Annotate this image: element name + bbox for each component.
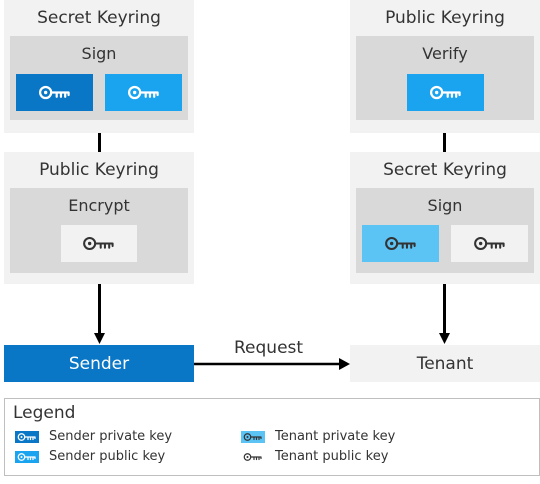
sender-private-key-icon xyxy=(16,74,93,111)
sender-box: Sender xyxy=(4,345,194,382)
connector-line xyxy=(443,133,446,152)
panel-title: Secret Keyring xyxy=(37,8,161,28)
sender-label: Sender xyxy=(68,353,130,374)
key-icon xyxy=(241,430,265,443)
key-icon xyxy=(15,430,39,443)
legend-item-label: Sender public key xyxy=(49,449,166,464)
sender-public-keyring-panel: Public Keyring Encrypt xyxy=(4,152,194,284)
tenant-public-key-icon xyxy=(61,225,137,262)
panel-title: Public Keyring xyxy=(39,160,159,180)
key-icon xyxy=(241,450,265,463)
encrypt-operation-box: Encrypt xyxy=(10,188,188,273)
operation-label: Sign xyxy=(427,196,463,215)
panel-title: Public Keyring xyxy=(385,8,505,28)
legend: Legend Sender private key Sender public … xyxy=(4,398,540,476)
operation-label: Encrypt xyxy=(68,196,130,215)
legend-item-sender-private-key: Sender private key xyxy=(15,429,172,444)
operation-label: Verify xyxy=(422,44,468,63)
legend-item-tenant-private-key: Tenant private key xyxy=(241,429,395,444)
key-icon xyxy=(15,450,39,463)
sender-public-key-icon xyxy=(105,74,182,111)
legend-item-tenant-public-key: Tenant public key xyxy=(241,449,388,464)
tenant-public-keyring-panel: Public Keyring Verify xyxy=(350,0,540,133)
connector-line xyxy=(98,133,101,152)
tenant-private-key-icon xyxy=(362,225,439,262)
panel-title: Secret Keyring xyxy=(383,160,507,180)
legend-item-sender-public-key: Sender public key xyxy=(15,449,165,464)
legend-item-label: Tenant private key xyxy=(275,429,396,444)
operation-label: Sign xyxy=(81,44,117,63)
tenant-box: Tenant xyxy=(350,345,540,382)
legend-item-label: Sender private key xyxy=(49,429,173,444)
sign-operation-box: Sign xyxy=(10,36,188,120)
sender-public-key-icon xyxy=(407,74,484,111)
legend-title: Legend xyxy=(13,403,76,423)
legend-item-label: Tenant public key xyxy=(275,449,389,464)
sender-secret-keyring-panel: Secret Keyring Sign xyxy=(4,0,194,133)
tenant-label: Tenant xyxy=(416,353,474,374)
sign-operation-box: Sign xyxy=(356,188,534,273)
request-label: Request xyxy=(234,338,304,358)
tenant-secret-keyring-panel: Secret Keyring Sign xyxy=(350,152,540,284)
tenant-public-key-icon xyxy=(451,225,528,262)
verify-operation-box: Verify xyxy=(356,36,534,120)
